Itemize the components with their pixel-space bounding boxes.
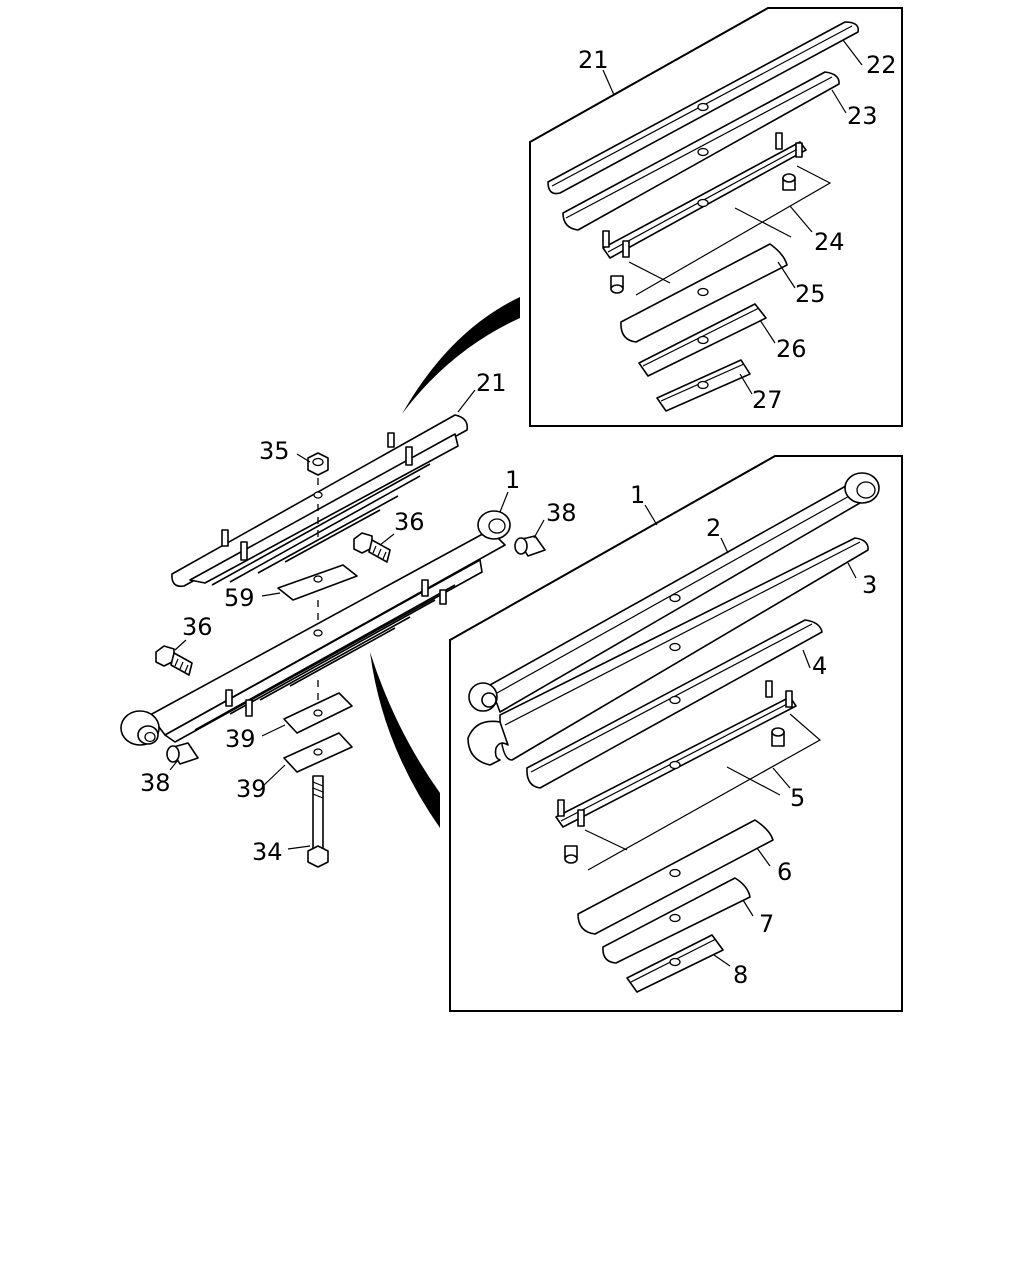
inset-helper-spring: 21 22 23 24 25 26 27: [529, 7, 903, 427]
callout-3: 3: [862, 571, 877, 599]
bolt-36-upper: [353, 532, 391, 563]
center-bolt-34: [307, 775, 329, 868]
leaf-27: [656, 359, 751, 412]
callout-26: 26: [776, 335, 807, 363]
callout-39-lower: 39: [236, 775, 267, 803]
callout-22: 22: [866, 51, 897, 79]
bushing-38-lower: [166, 742, 199, 765]
callout-21: 21: [476, 369, 507, 397]
callout-35: 35: [259, 437, 290, 465]
leaf-4: [526, 619, 823, 789]
callout-4: 4: [812, 652, 827, 680]
callout-59: 59: [224, 584, 255, 612]
leaf-5-with-clips: [555, 680, 822, 871]
callout-38-upper: 38: [546, 499, 577, 527]
leaf-8: [626, 934, 724, 993]
callout-2: 2: [706, 514, 721, 542]
nut-35: [307, 452, 329, 476]
helper-spring-assembly: [171, 414, 469, 588]
callout-6: 6: [777, 858, 792, 886]
plate-39-upper: [283, 692, 353, 734]
callout-7: 7: [759, 910, 774, 938]
leaf-26: [638, 303, 767, 377]
leaf-22: [547, 21, 860, 195]
leaf-6: [577, 819, 774, 935]
callout-25: 25: [795, 280, 826, 308]
pointer-swoosh-bottom: [370, 652, 440, 828]
leaf-2: [468, 472, 880, 713]
leaf-7: [602, 877, 751, 964]
leaf-25: [620, 243, 788, 343]
main-assembly: 21 35 1 38 36 59 36 39 39 38 34: [120, 369, 577, 868]
inset-frame-top: [529, 7, 903, 427]
inset-frame-bottom: [449, 455, 903, 1012]
callout-36-lower: 36: [182, 613, 213, 641]
bushing-38-upper: [514, 535, 546, 557]
callout-8: 8: [733, 961, 748, 989]
callout-1-inset: 1: [630, 481, 645, 509]
pointer-swoosh-top: [402, 297, 520, 414]
callout-36-upper: 36: [394, 508, 425, 536]
leaf-3: [467, 537, 869, 766]
callout-24: 24: [814, 228, 845, 256]
leaf-24-with-clips: [602, 132, 832, 296]
callout-21-inset: 21: [578, 46, 609, 74]
leaf-23: [562, 71, 840, 231]
inset-main-spring: 1 2 3 4 5 6 7 8: [449, 455, 903, 1012]
plate-39-lower: [283, 732, 353, 773]
callout-27: 27: [752, 386, 783, 414]
callout-1: 1: [505, 466, 520, 494]
callout-5: 5: [790, 784, 805, 812]
callout-38-lower: 38: [140, 769, 171, 797]
plate-59: [277, 564, 358, 601]
callout-39-upper: 39: [225, 725, 256, 753]
bolt-36-lower: [155, 645, 193, 676]
callout-23: 23: [847, 102, 878, 130]
callout-34: 34: [252, 838, 283, 866]
main-spring-assembly: [120, 510, 511, 746]
